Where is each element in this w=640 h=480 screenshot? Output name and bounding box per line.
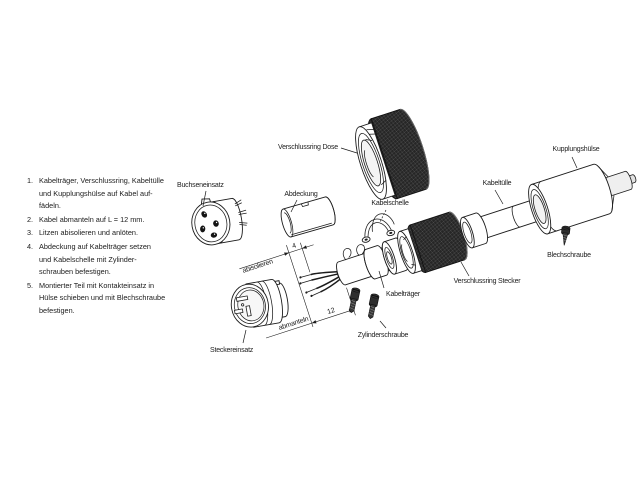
part-blechschraube <box>561 225 571 246</box>
leader-verschlussring-dose <box>340 147 358 154</box>
leader-abdeckung <box>290 199 298 213</box>
leader-zylinderschraube <box>379 320 387 329</box>
contact-blades <box>234 295 252 317</box>
part-flange-ring <box>460 212 489 249</box>
part-steckereinsatz <box>230 278 289 328</box>
label-zylinderschraube: Zylinderschraube <box>358 332 409 339</box>
instruction-number: 2. <box>27 214 34 224</box>
dim-value-abisolieren: 4 <box>291 242 297 250</box>
instruction-text: Abdeckung auf Kabelträger setzen und Kab… <box>39 241 151 277</box>
instruction-item-2: 2. Kabel abmanteln auf L = 12 mm. <box>27 214 170 227</box>
instruction-item-4: 4. Abdeckung auf Kabelträger setzen und … <box>27 241 170 279</box>
label-abmanteln: abmanteln <box>278 316 310 332</box>
instruction-text: Montierter Teil mit Kontakteinsatz in Hü… <box>39 280 166 315</box>
instruction-text: Litzen abisolieren und anlöten. <box>39 228 138 238</box>
label-steckereinsatz: Steckereinsatz <box>210 347 254 354</box>
instruction-number: 5. <box>27 280 34 290</box>
label-kabelschelle: Kabelschelle <box>371 200 409 207</box>
part-abdeckung <box>280 196 336 238</box>
label-kabeltraeger: Kabelträger <box>386 291 421 298</box>
label-verschlussring-stecker: Verschlussring Stecker <box>454 278 522 285</box>
part-kabelschelle <box>361 213 396 243</box>
leader-verschlussring-stecker <box>460 261 470 277</box>
part-buchseneinsatz <box>191 197 248 246</box>
instructions-list: 1. Kabelträger, Verschlussring, Kabeltül… <box>27 175 170 319</box>
label-abdeckung: Abdeckung <box>284 191 318 198</box>
leader-kabeltraeger <box>378 270 385 289</box>
instruction-number: 1. <box>27 176 34 185</box>
instruction-item-1: 1. Kabelträger, Verschlussring, Kabeltül… <box>27 175 170 213</box>
instruction-item-3: 3. Litzen abisolieren und anlöten. <box>27 227 170 240</box>
leader-kabeltuelle <box>494 189 504 205</box>
part-verschlussring-stecker <box>397 211 468 274</box>
leader-steckereinsatz <box>242 329 247 344</box>
contact-holes <box>200 211 219 238</box>
instruction-text: Kabelträger, Verschlussring, Kabeltülle … <box>39 176 164 211</box>
leader-kupplungshuelse <box>571 156 578 169</box>
instruction-text: Kabel abmanteln auf L = 12 mm. <box>39 214 145 224</box>
dim-value-abmanteln: 12 <box>327 307 336 316</box>
leader-buchseneinsatz <box>202 190 207 207</box>
instruction-number: 4. <box>27 241 34 251</box>
label-kupplungshuelse: Kupplungshülse <box>552 146 599 153</box>
part-verschlussring-dose <box>355 108 430 200</box>
label-verschlussring-dose: Verschlussring Dose <box>278 144 338 151</box>
instruction-item-5: 5. Montierter Teil mit Kontakteinsatz in… <box>27 280 170 318</box>
label-kabeltuelle: Kabeltülle <box>483 180 512 187</box>
leader-kabelschelle <box>379 209 387 223</box>
part-zylinderschraube-1 <box>346 286 361 314</box>
label-blechschraube: Blechschraube <box>547 252 591 259</box>
part-zylinderschraube-2 <box>365 292 380 320</box>
instruction-number: 3. <box>27 228 34 238</box>
label-abisolieren: abisolieren <box>242 258 275 275</box>
label-buchseneinsatz: Buchseneinsatz <box>177 182 224 189</box>
part-kupplungshuelse <box>528 163 637 235</box>
main-assembly: 4 abisolieren 12 abmanteln <box>239 163 637 339</box>
part-kabeltraeger <box>336 244 392 286</box>
